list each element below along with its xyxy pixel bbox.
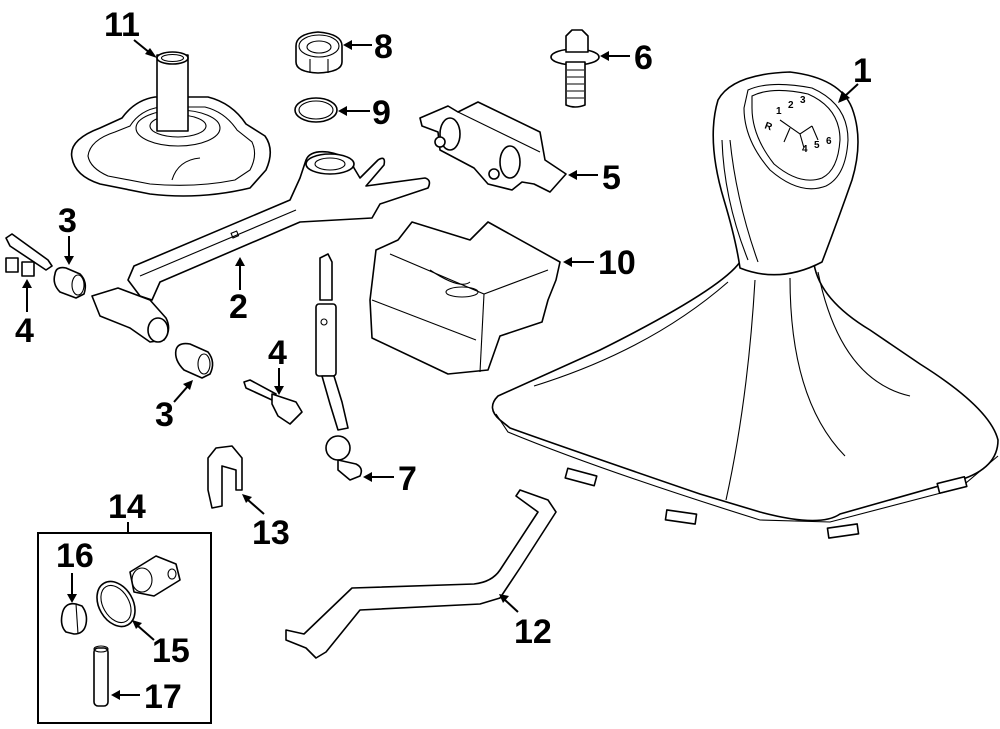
part-o-ring[interactable] <box>294 97 338 123</box>
part-shifter-housing[interactable] <box>369 221 561 375</box>
callout-14[interactable]: 14 <box>108 488 146 526</box>
part-clip-left[interactable] <box>5 233 53 277</box>
callout-3-upper[interactable]: 3 <box>58 202 77 240</box>
knob-label-2: 2 <box>788 100 794 111</box>
callout-3-lower[interactable]: 3 <box>155 396 174 434</box>
repair-kit-box <box>37 532 212 724</box>
callout-labels: 11 8 9 6 5 1 10 2 3 4 3 4 7 13 12 14 16 … <box>15 6 872 716</box>
part-nut[interactable] <box>295 31 343 74</box>
knob-label-1: 1 <box>776 106 782 117</box>
part-bolt[interactable] <box>550 29 600 108</box>
knob-label-5: 5 <box>814 140 820 151</box>
callout-16[interactable]: 16 <box>56 537 94 575</box>
part-kit-cap[interactable] <box>60 602 88 635</box>
callout-13[interactable]: 13 <box>252 514 290 552</box>
callout-15[interactable]: 15 <box>152 632 190 670</box>
callout-2[interactable]: 2 <box>229 288 248 326</box>
callout-8[interactable]: 8 <box>374 28 393 66</box>
repair-kit-group[interactable] <box>37 522 212 724</box>
knob-label-r: R <box>763 120 774 133</box>
part-retainer-clip[interactable] <box>207 445 243 509</box>
callout-5[interactable]: 5 <box>602 159 621 197</box>
callout-7[interactable]: 7 <box>398 460 417 498</box>
callout-17[interactable]: 17 <box>144 678 182 716</box>
callout-6[interactable]: 6 <box>634 39 653 77</box>
part-kit-coupler[interactable] <box>129 555 181 597</box>
knob-label-4: 4 <box>802 144 808 155</box>
callout-12[interactable]: 12 <box>514 613 552 651</box>
part-shift-lever[interactable] <box>91 150 431 343</box>
callout-4-center[interactable]: 4 <box>268 334 287 372</box>
part-inner-boot[interactable] <box>70 51 272 197</box>
callout-1[interactable]: 1 <box>853 52 872 90</box>
part-kit-pin[interactable] <box>93 645 109 707</box>
leader-lines <box>22 39 859 700</box>
callout-10[interactable]: 10 <box>598 244 636 282</box>
knob-label-3: 3 <box>800 95 806 106</box>
part-bushing-lower[interactable] <box>174 342 214 379</box>
knob-label-6: 6 <box>826 136 832 147</box>
callout-4-left[interactable]: 4 <box>15 312 34 350</box>
part-bushing-upper[interactable] <box>53 266 87 299</box>
shift-pattern-icon: R 1 2 3 4 6 5 <box>763 95 832 155</box>
part-shift-rod[interactable] <box>315 253 363 481</box>
callout-11[interactable]: 11 <box>104 6 140 44</box>
part-mount-bracket[interactable] <box>419 101 567 193</box>
part-kit-seal-ring[interactable] <box>89 575 142 634</box>
part-clip-center[interactable] <box>243 379 303 425</box>
callout-9[interactable]: 9 <box>372 94 391 132</box>
part-selector-rod[interactable] <box>285 489 557 659</box>
part-shift-knob-and-boot[interactable]: R 1 2 3 4 6 5 <box>491 71 999 539</box>
